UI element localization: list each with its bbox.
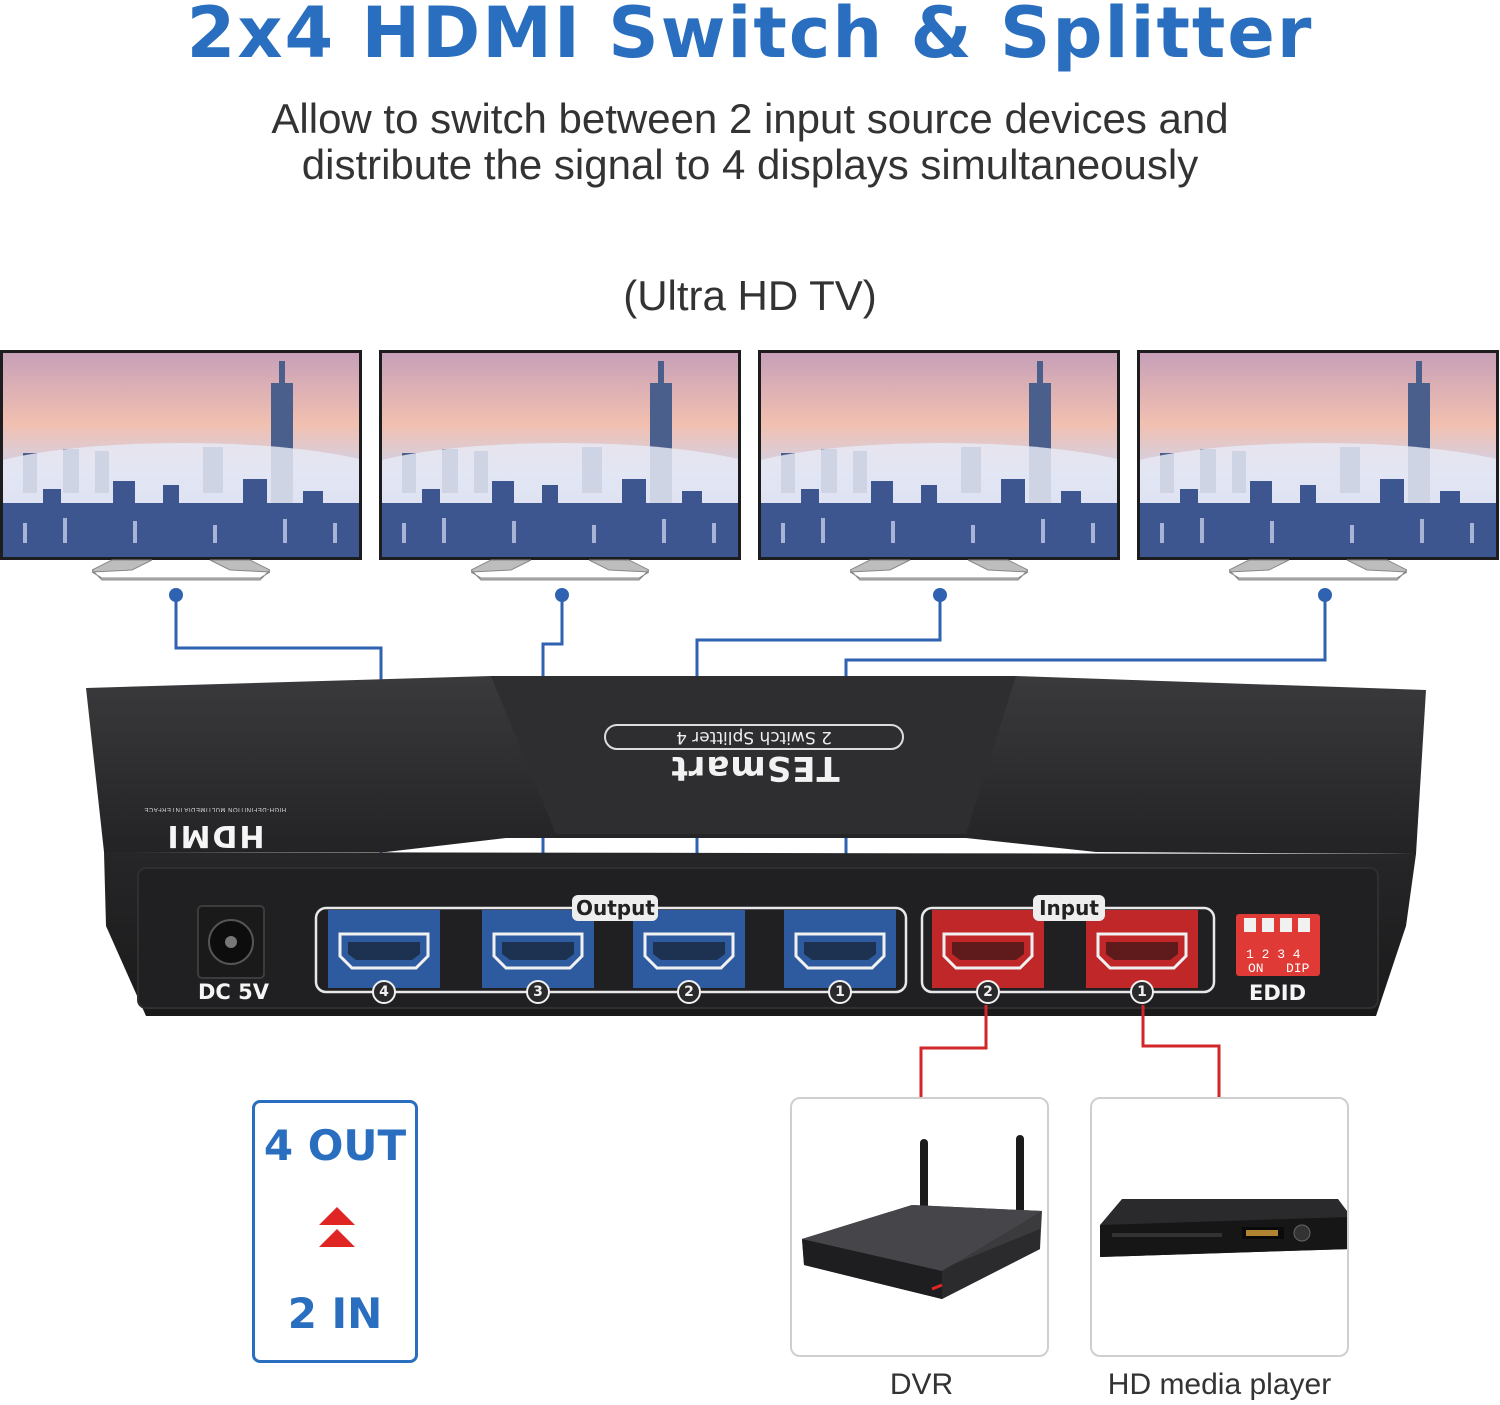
input-wire-1 xyxy=(1141,1005,1221,1097)
input-port-2 xyxy=(932,910,1044,988)
output-port-2 xyxy=(633,910,745,988)
double-up-arrow-icon xyxy=(319,1207,355,1247)
tv-2 xyxy=(379,350,741,582)
output-port-number-2: 2 xyxy=(677,980,701,1004)
output-port-3 xyxy=(482,910,594,988)
output-group-label: Output xyxy=(572,895,658,921)
input-port-1 xyxy=(1086,910,1198,988)
hdmi-tagline: HIGH-DEFINITION MULTIMEDIA INTERFACE xyxy=(143,806,287,812)
tv-3 xyxy=(758,350,1120,582)
subtitle-line-2: distribute the signal to 4 displays simu… xyxy=(301,141,1199,188)
out-in-badge: 4 OUT 2 IN xyxy=(252,1100,418,1363)
input-port-number-2: 2 xyxy=(976,980,1000,1004)
tv-screen xyxy=(758,350,1120,560)
power-label: DC 5V xyxy=(198,980,270,1004)
city-skyline-image xyxy=(3,353,359,557)
subtitle-line-1: Allow to switch between 2 input source d… xyxy=(271,95,1229,142)
source-label-media-player: HD media player xyxy=(1107,1368,1332,1401)
device-model-label: 2 Switch Splitter 4 xyxy=(604,724,904,750)
city-skyline-image xyxy=(382,353,738,557)
dip-numbers: 1 2 3 4 xyxy=(1246,947,1301,962)
input-group-label: Input xyxy=(1033,895,1105,921)
hdmi-logo: HDMI xyxy=(165,818,265,853)
device-brand: TESmart xyxy=(670,748,840,788)
output-port-number-4: 4 xyxy=(372,980,396,1004)
badge-in-text: 2 IN xyxy=(287,1289,383,1338)
tv-screen xyxy=(379,350,741,560)
output-wire-dot-2 xyxy=(933,588,947,602)
badge-out-text: 4 OUT xyxy=(263,1121,407,1170)
page-subtitle: Allow to switch between 2 input source d… xyxy=(0,96,1500,188)
city-skyline-image xyxy=(1140,353,1496,557)
tv-stand xyxy=(471,559,649,581)
dvd-player-icon xyxy=(1100,1199,1347,1257)
output-wire-dot-4 xyxy=(169,588,183,602)
dip-on-label: ON xyxy=(1248,961,1264,976)
input-port-number-1: 1 xyxy=(1130,980,1154,1004)
page-title: 2x4 HDMI Switch & Splitter xyxy=(186,0,1314,74)
tv-stand xyxy=(1229,559,1407,581)
tv-screen xyxy=(0,350,362,560)
output-wire-dot-3 xyxy=(555,588,569,602)
edid-label: EDID xyxy=(1249,981,1307,1005)
city-skyline-image xyxy=(761,353,1117,557)
output-port-number-1: 1 xyxy=(828,980,852,1004)
tv-stand xyxy=(92,559,270,581)
tv-4 xyxy=(1137,350,1499,582)
source-label-dvr: DVR xyxy=(889,1368,954,1401)
dvr-router-icon xyxy=(802,1135,1042,1299)
source-card-dvr xyxy=(790,1097,1049,1357)
output-port-1 xyxy=(784,910,896,988)
tv-1 xyxy=(0,350,362,582)
dip-name-label: DIP xyxy=(1286,961,1310,976)
tv-caption: (Ultra HD TV) xyxy=(623,272,877,319)
input-wire-2 xyxy=(919,1005,988,1097)
output-port-number-3: 3 xyxy=(526,980,550,1004)
output-wire-dot-1 xyxy=(1318,588,1332,602)
output-port-4 xyxy=(328,910,440,988)
tv-stand xyxy=(850,559,1028,581)
tv-screen xyxy=(1137,350,1499,560)
source-card-media-player xyxy=(1090,1097,1349,1357)
